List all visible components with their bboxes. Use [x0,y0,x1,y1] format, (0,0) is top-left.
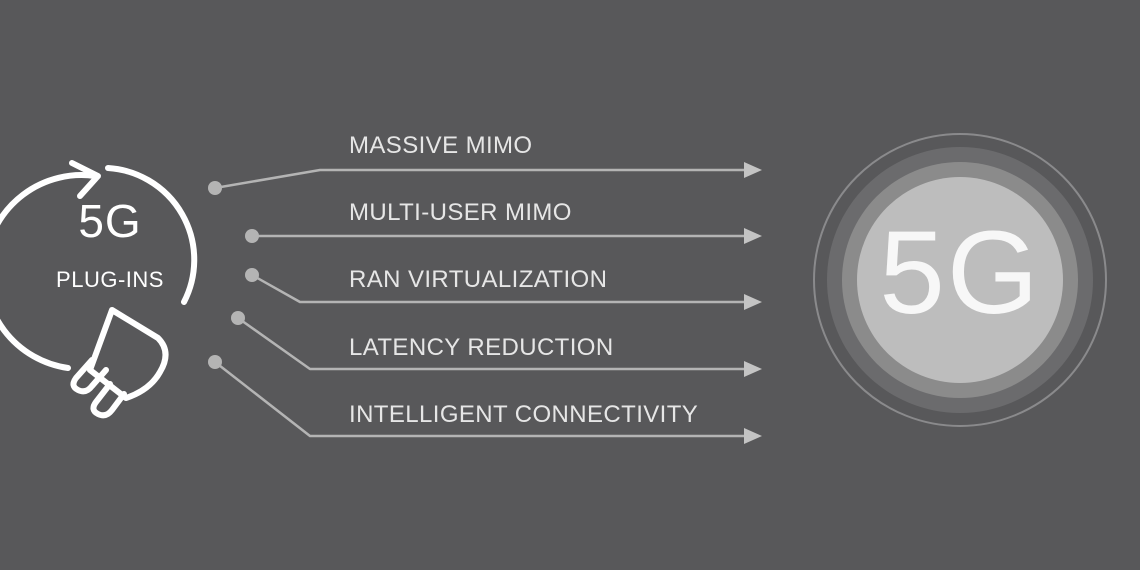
feature-label-intelligent-connectivity: INTELLIGENT CONNECTIVITY [349,401,699,428]
connector-massive-mimo [214,168,748,190]
target-5g-label: 5G [879,207,1041,339]
plugin-badge-subtitle: PLUG-INS [56,267,164,292]
plugin-badge-title: 5G [78,195,142,247]
connector-intelligent-connectivity [214,361,748,438]
connector-dot [245,268,259,282]
connector-dots [208,181,259,369]
arrowhead-icon [744,294,762,310]
connector-ran-virtualization [251,273,748,304]
arrowhead-icon [744,428,762,444]
connector-lines [214,168,748,438]
connector-dot [208,181,222,195]
arrowhead-icon [744,162,762,178]
arrowheads [744,162,762,444]
connector-dot [231,311,245,325]
feature-label-latency-reduction: LATENCY REDUCTION [349,334,614,361]
feature-label-massive-mimo: MASSIVE MIMO [349,132,533,159]
feature-label-ran-virtualization: RAN VIRTUALIZATION [349,266,608,293]
connector-dot [208,355,222,369]
connector-dot [245,229,259,243]
refresh-cycle-icon [0,160,198,371]
target-5g-circle [813,133,1107,427]
arrowhead-icon [744,361,762,377]
feature-label-multi-user-mimo: MULTI-USER MIMO [349,199,572,226]
connector-latency-reduction [237,316,748,371]
plug-icon [70,307,169,419]
arrowhead-icon [744,228,762,244]
